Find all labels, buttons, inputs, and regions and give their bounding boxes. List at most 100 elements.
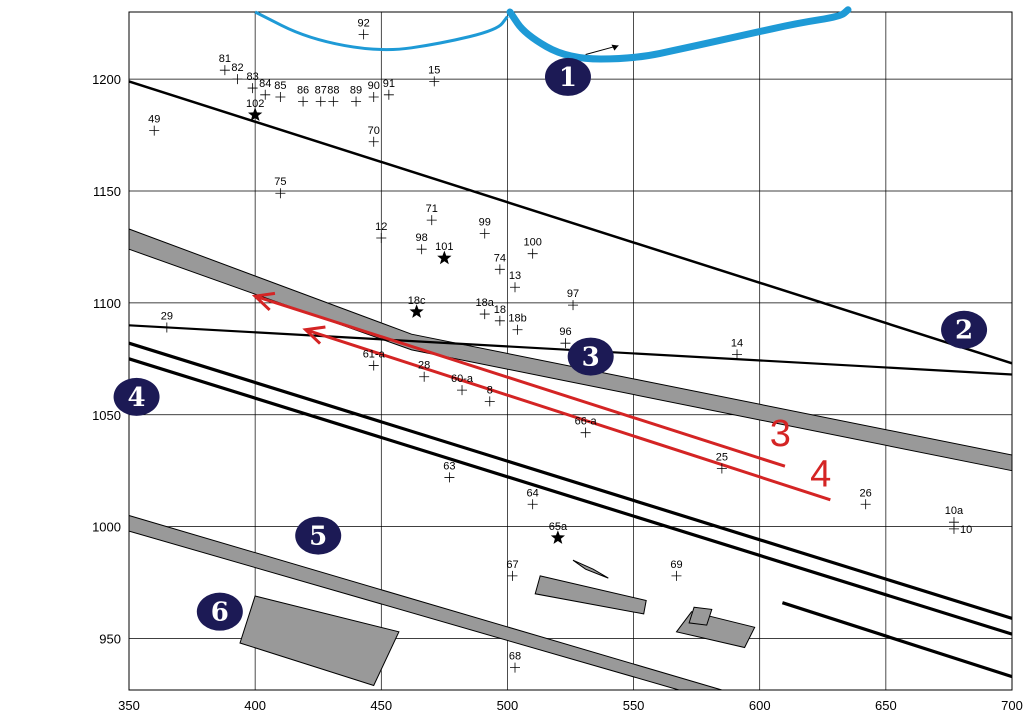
cross-point — [376, 233, 387, 243]
point-label: 99 — [479, 217, 491, 229]
badge-5 — [295, 516, 342, 555]
x-tick-label: 650 — [875, 698, 897, 713]
black-line-3 — [128, 341, 1013, 620]
point-label: 68 — [509, 651, 521, 663]
gray-band-6 — [128, 514, 723, 691]
star-point — [550, 530, 565, 544]
badge-number: 3 — [582, 343, 600, 373]
point-label: 67 — [506, 559, 518, 571]
red-arrow-head-1 — [251, 291, 276, 312]
point-label: 18c — [408, 295, 426, 307]
point-label: 83 — [246, 71, 258, 83]
point-label: 71 — [426, 203, 438, 215]
cross-point — [328, 96, 339, 107]
badge-3 — [567, 337, 614, 376]
point-label: 74 — [494, 252, 506, 264]
y-tick-label: 1050 — [92, 408, 121, 423]
cross-point — [512, 324, 523, 335]
star-point — [248, 107, 263, 121]
y-tick-label: 1200 — [92, 72, 121, 87]
point-label: 98 — [416, 232, 428, 244]
red-label-4: 4 — [810, 453, 831, 495]
point-label: 75 — [274, 176, 286, 188]
cross-point — [509, 662, 520, 673]
point-label: 61-a — [363, 349, 386, 361]
cross-point — [149, 125, 160, 136]
cross-point — [560, 338, 571, 349]
flow-arrow-head — [611, 44, 619, 51]
red-arrows: 34 — [251, 291, 831, 502]
point-label: 65a — [549, 521, 568, 533]
black-line-0 — [128, 80, 1013, 365]
cross-point — [383, 89, 394, 100]
x-tick-label: 450 — [370, 698, 392, 713]
point-label: 60-a — [451, 373, 474, 385]
cross-point — [219, 65, 230, 76]
point-label: 91 — [383, 78, 395, 90]
point-label: 84 — [259, 78, 271, 90]
y-tick-label: 1100 — [93, 296, 121, 311]
cross-point — [479, 309, 490, 320]
river-line — [254, 10, 509, 52]
cross-point — [368, 92, 379, 103]
cross-point — [368, 360, 379, 371]
cross-point — [948, 523, 959, 534]
cross-point — [860, 499, 871, 510]
map-lines — [128, 80, 1013, 691]
cross-point — [716, 463, 727, 474]
red-arrow-2 — [305, 328, 831, 502]
badge-6 — [196, 592, 243, 631]
building-4 — [688, 606, 713, 626]
cross-point — [260, 89, 271, 100]
cross-point — [416, 244, 427, 255]
cross-point — [671, 570, 682, 581]
point-label: 89 — [350, 85, 362, 97]
y-tick-label: 1150 — [93, 184, 121, 199]
point-label: 86 — [297, 85, 309, 97]
x-tick-label: 500 — [497, 698, 519, 713]
cross-point — [315, 96, 326, 107]
point-label: 101 — [435, 241, 453, 253]
point-label: 13 — [509, 270, 521, 282]
point-label: 49 — [148, 114, 160, 126]
point-label: 15 — [428, 64, 440, 76]
river — [254, 6, 852, 63]
x-tick-label: 350 — [118, 698, 140, 713]
badge-number: 5 — [309, 522, 327, 552]
cross-point — [444, 472, 455, 483]
point-label: 25 — [716, 451, 728, 463]
cross-point — [580, 427, 591, 438]
badge-number: 1 — [559, 63, 577, 93]
cross-point — [479, 228, 490, 239]
black-line-4 — [128, 357, 1013, 636]
cross-point — [275, 188, 286, 199]
badge-number: 2 — [955, 316, 973, 346]
river-main — [506, 6, 852, 63]
point-label: 18 — [494, 304, 506, 316]
building-2 — [534, 575, 647, 615]
black-line-5 — [781, 601, 1013, 679]
red-arrow-1 — [254, 294, 786, 468]
point-label: 26 — [860, 487, 872, 499]
point-label: 92 — [358, 17, 370, 29]
point-label: 63 — [443, 460, 455, 472]
point-label: 66-a — [575, 416, 598, 428]
point-label: 14 — [731, 337, 743, 349]
cross-point — [527, 499, 538, 510]
cross-point — [368, 136, 379, 147]
point-label: 85 — [274, 80, 286, 92]
point-label: 90 — [368, 80, 380, 92]
point-label: 64 — [527, 487, 539, 499]
gray-band-1 — [128, 228, 1013, 472]
cross-point — [507, 570, 518, 581]
cross-point — [732, 349, 743, 360]
badge-2 — [941, 310, 988, 349]
x-tick-label: 400 — [244, 698, 266, 713]
badge-4 — [113, 377, 160, 416]
cross-point — [232, 74, 243, 85]
cross-point — [419, 371, 430, 382]
point-label: 18a — [476, 297, 495, 309]
